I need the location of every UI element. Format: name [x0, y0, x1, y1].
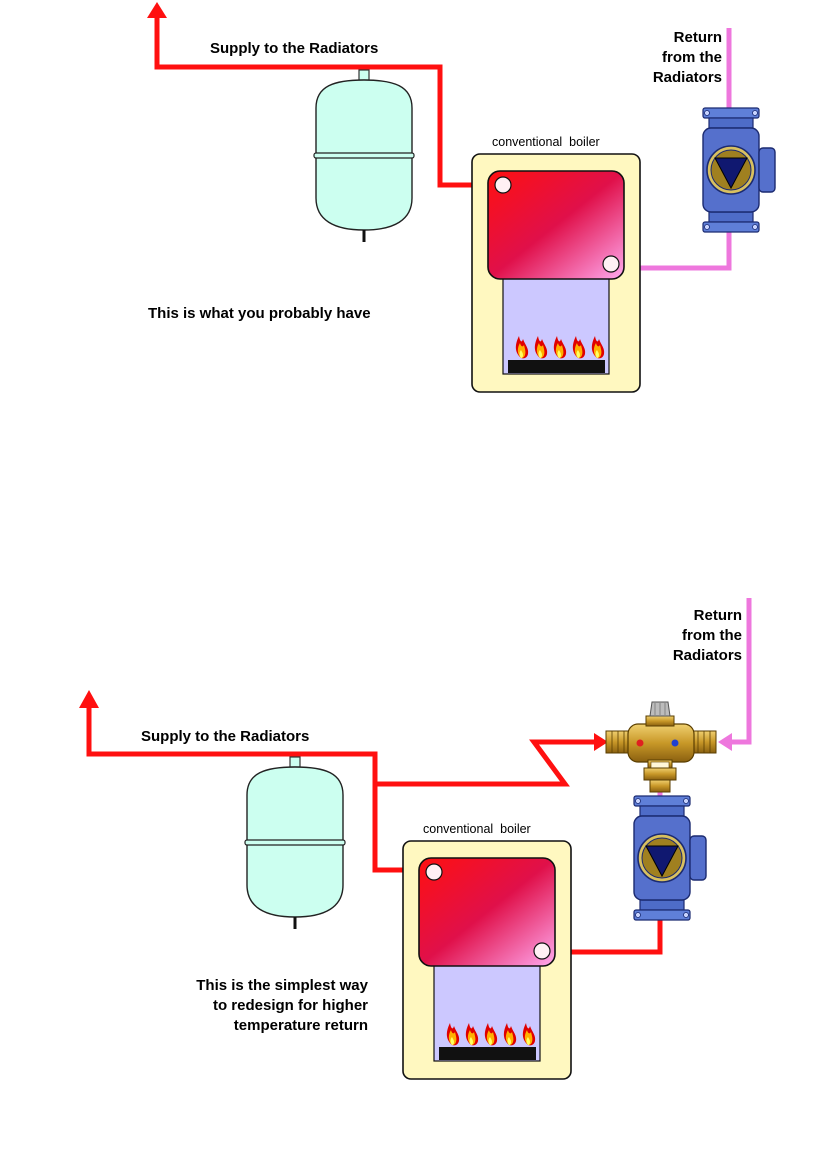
- boiler-icon: [471, 153, 641, 393]
- bypass-pipe-bottom: [375, 739, 594, 787]
- return-label-bottom-line1: Return: [694, 607, 742, 624]
- return-label-top-line1: Return: [674, 29, 722, 46]
- thermostatic-mixing-valve-icon: [605, 701, 717, 793]
- supply-arrowhead-bottom: [79, 690, 99, 708]
- boiler-return-pipe-bottom: [555, 905, 663, 955]
- supply-pipe-top: [154, 16, 502, 188]
- caption-bottom-line1: This is the simplest way: [196, 977, 368, 994]
- caption-bottom-line2: to redesign for higher: [213, 997, 368, 1014]
- return-label-top-line3: Radiators: [653, 69, 722, 86]
- expansion-vessel-icon: [313, 69, 415, 243]
- return-label-bottom-line2: from the: [682, 627, 742, 644]
- circulator-pump-icon: [633, 795, 707, 921]
- supply-label-top: Supply to the Radiators: [210, 40, 378, 57]
- caption-bottom-line3: temperature return: [234, 1017, 368, 1034]
- return-pipe-bottom: [732, 598, 752, 745]
- boiler-icon: [402, 840, 572, 1080]
- circulator-pump-icon: [702, 107, 776, 233]
- supply-pipe-bottom: [86, 706, 435, 873]
- expansion-vessel-icon: [244, 756, 346, 930]
- supply-arrowhead-top: [147, 2, 167, 18]
- diagram-top: Supply to the Radiators Return from the …: [147, 2, 776, 393]
- return-label-top-line2: from the: [662, 49, 722, 66]
- supply-label-bottom: Supply to the Radiators: [141, 728, 309, 745]
- diagram-bottom: Supply to the Radiators Return from the …: [79, 598, 752, 1080]
- return-label-bottom-line3: Radiators: [673, 647, 742, 664]
- return-arrowhead-bottom: [718, 733, 732, 751]
- caption-top: This is what you probably have: [148, 305, 371, 322]
- boiler-label-top: conventional boiler: [492, 135, 600, 149]
- boiler-label-bottom: conventional boiler: [423, 822, 531, 836]
